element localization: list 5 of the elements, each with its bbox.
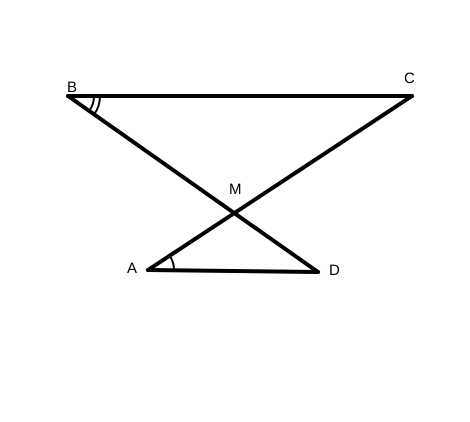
point-label: C <box>404 71 415 86</box>
point-label: M <box>229 182 242 197</box>
point-label: B <box>67 80 78 95</box>
point-label: A <box>127 261 138 276</box>
point-label: D <box>329 263 340 278</box>
